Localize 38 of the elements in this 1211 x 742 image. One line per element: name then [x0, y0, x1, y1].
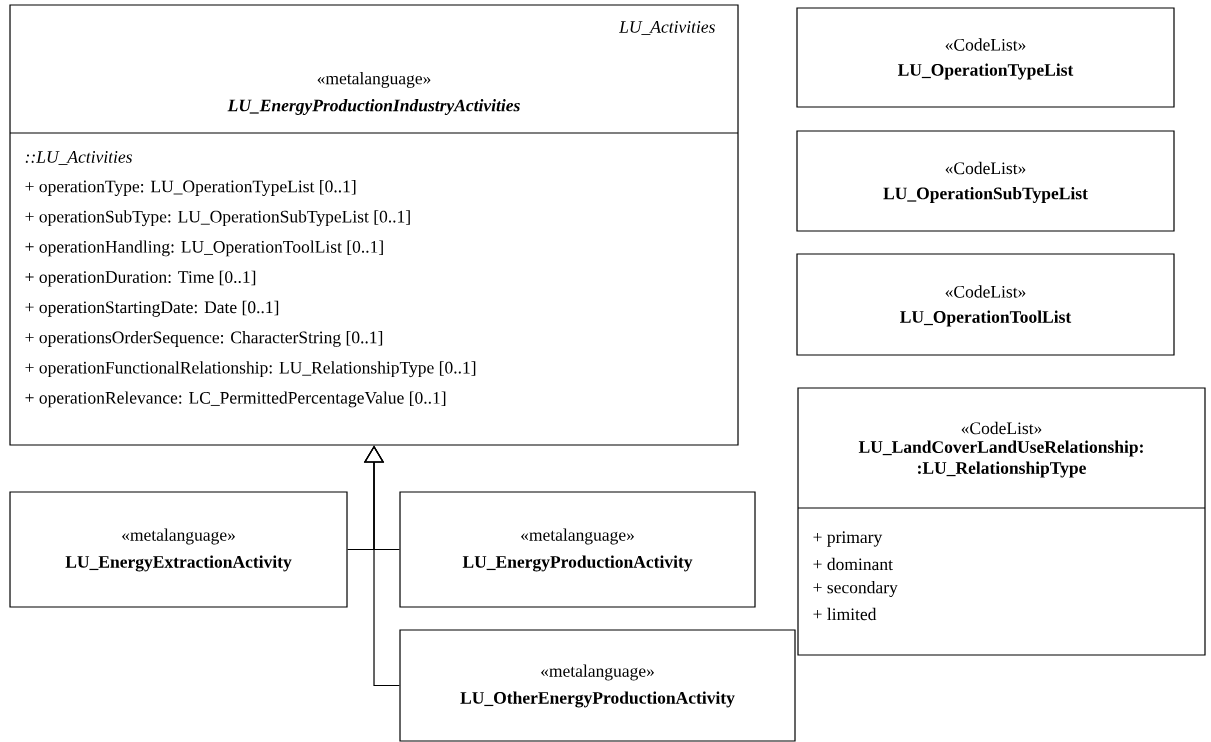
class-name: LU_EnergyExtractionActivity	[65, 555, 292, 572]
class-box	[797, 387, 1206, 656]
class-name: LU_EnergyProductionIndustryActivities	[227, 99, 520, 115]
code-value: + dominant	[813, 557, 893, 571]
class-box	[9, 491, 348, 608]
class-box	[796, 130, 1175, 232]
attribute-text: + operationFunctionalRelationship: LU_RelationshipType [0..1]	[25, 361, 476, 378]
class-box	[399, 491, 756, 608]
attribute-text: + operationStartingDate: Date [0..1]	[25, 300, 279, 317]
class-name: LU_LandCoverLandUseRelationship: :LU_RelationshipType	[858, 440, 1143, 478]
stereotype-label: «CodeList»	[945, 161, 1026, 175]
class-box	[796, 7, 1175, 108]
class-name: LU_OtherEnergyProductionActivity	[460, 691, 735, 708]
code-value: + secondary	[813, 581, 898, 597]
inherited-label: ::LU_Activities	[25, 151, 132, 165]
class-name: LU_OperationToolList	[900, 310, 1072, 327]
class-name: LU_OperationTypeList	[897, 63, 1074, 80]
attribute-text: + operationsOrderSequence: CharacterString [0..1]	[25, 331, 383, 347]
stereotype-label: «metalanguage»	[317, 72, 431, 88]
stereotype-label: «metalanguage»	[541, 664, 654, 681]
stereotype-label: «metalanguage»	[122, 528, 235, 545]
class-name: LU_OperationSubTypeList	[883, 187, 1088, 203]
code-value: + primary	[813, 531, 883, 547]
attribute-text: + operationType: LU_OperationTypeList [0..1]	[25, 180, 356, 196]
class-box	[9, 4, 739, 446]
attribute-text: + operationRelevance: LC_PermittedPercentageValue [0..1]	[25, 391, 446, 408]
code-value: + limited	[813, 607, 877, 621]
stereotype-label: «CodeList»	[945, 285, 1026, 298]
class-box	[796, 253, 1175, 356]
package-label: LU_Activities	[618, 21, 715, 35]
attribute-text: + operationDuration: Time [0..1]	[25, 270, 256, 287]
attribute-text: + operationHandling: LU_OperationToolList [0..1]	[25, 240, 383, 257]
stereotype-label: «metalanguage»	[521, 528, 634, 545]
stereotype-label: «CodeList»	[961, 421, 1042, 435]
attribute-text: + operationSubType: LU_OperationSubTypeList [0..1]	[25, 210, 410, 227]
stereotype-label: «CodeList»	[945, 38, 1026, 51]
class-name: LU_EnergyProductionActivity	[462, 555, 693, 572]
class-box	[399, 629, 796, 742]
